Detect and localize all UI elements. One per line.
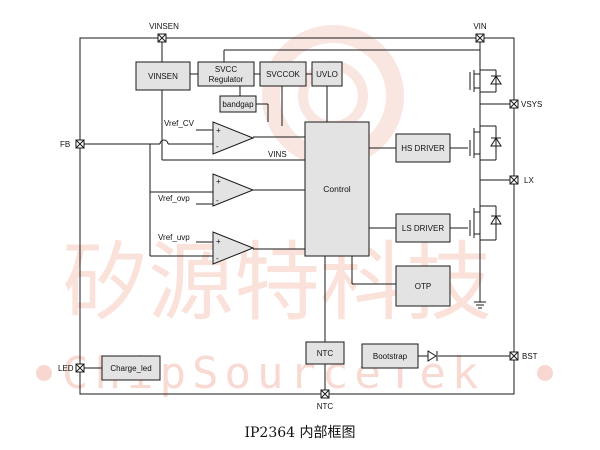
cv-plus: + (216, 126, 221, 135)
uvp-minus: - (216, 254, 219, 263)
diagram-caption: IP2364 内部框图 (244, 425, 355, 441)
power-stage (469, 69, 502, 241)
cv-minus: - (216, 142, 219, 151)
pin-vsys: VSYS (509, 99, 542, 109)
pin-vinsen-label: VINSEN (149, 22, 179, 31)
watermark: 矽源特科技 ChipSourceTek (36, 25, 553, 399)
otp-label: OTP (415, 282, 431, 291)
svccok-label: SVCCOK (266, 70, 300, 79)
pin-vsys-label: VSYS (521, 100, 542, 109)
pass-mosfet-icon (469, 69, 502, 93)
vref-ovp-label: Vref_ovp (158, 194, 190, 203)
pin-lx-label: LX (524, 176, 534, 185)
bootstrap-label: Bootstrap (373, 352, 408, 361)
ls-mosfet-icon (469, 205, 502, 241)
vref-cv-label: Vref_CV (164, 119, 195, 128)
block-vinsen-label: VINSEN (148, 72, 178, 81)
comparator-cv: + - (212, 121, 255, 155)
comparator-ovp: + - (212, 173, 255, 207)
pin-bst-label: BST (522, 352, 538, 361)
pin-ntc-label: NTC (317, 402, 334, 411)
block-vinsen: VINSEN (135, 61, 191, 91)
bandgap-label: bandgap (222, 100, 254, 109)
block-bandgap: bandgap (219, 95, 257, 113)
block-svcc-regulator: SVCC Regulator (197, 61, 255, 87)
pin-ntc: NTC (317, 389, 334, 411)
ovp-minus: - (216, 196, 219, 205)
comparator-uvp: + - (212, 231, 255, 265)
ntc-block-label: NTC (317, 349, 334, 358)
svcc-label-2: Regulator (209, 75, 244, 84)
charge-led-label: Charge_led (110, 364, 151, 373)
bootstrap-diode-icon (427, 350, 438, 362)
pin-bst: BST (509, 351, 538, 361)
pin-led: LED (58, 363, 85, 373)
vins-label: VINS (268, 150, 287, 159)
block-bootstrap: Bootstrap (361, 343, 419, 369)
pin-vinsen: VINSEN (149, 22, 179, 43)
block-otp: OTP (395, 265, 451, 307)
ovp-plus: + (216, 177, 221, 186)
pin-vin-label: VIN (473, 22, 487, 31)
control-label: Control (323, 184, 351, 194)
block-svccok: SVCCOK (259, 61, 307, 87)
hs-mosfet-icon (469, 125, 502, 161)
block-ntc: NTC (305, 341, 345, 365)
uvp-plus: + (216, 237, 221, 246)
pin-fb-label: FB (60, 140, 70, 149)
vref-uvp-label: Vref_uvp (158, 233, 190, 242)
block-ls-driver: LS DRIVER (395, 213, 451, 243)
chip-outline (79, 37, 515, 395)
block-uvlo: UVLO (311, 61, 343, 87)
svcc-label-1: SVCC (215, 65, 237, 74)
block-control: Control (304, 121, 370, 257)
uvlo-label: UVLO (316, 70, 338, 79)
block-hs-driver: HS DRIVER (395, 133, 451, 163)
pin-vin: VIN (473, 22, 487, 43)
ls-driver-label: LS DRIVER (402, 224, 444, 233)
pin-lx: LX (509, 175, 534, 185)
block-charge-led: Charge_led (101, 355, 161, 381)
hs-driver-label: HS DRIVER (401, 144, 445, 153)
wires (84, 42, 510, 390)
pin-fb: FB (60, 139, 85, 149)
pin-led-label: LED (58, 364, 74, 373)
